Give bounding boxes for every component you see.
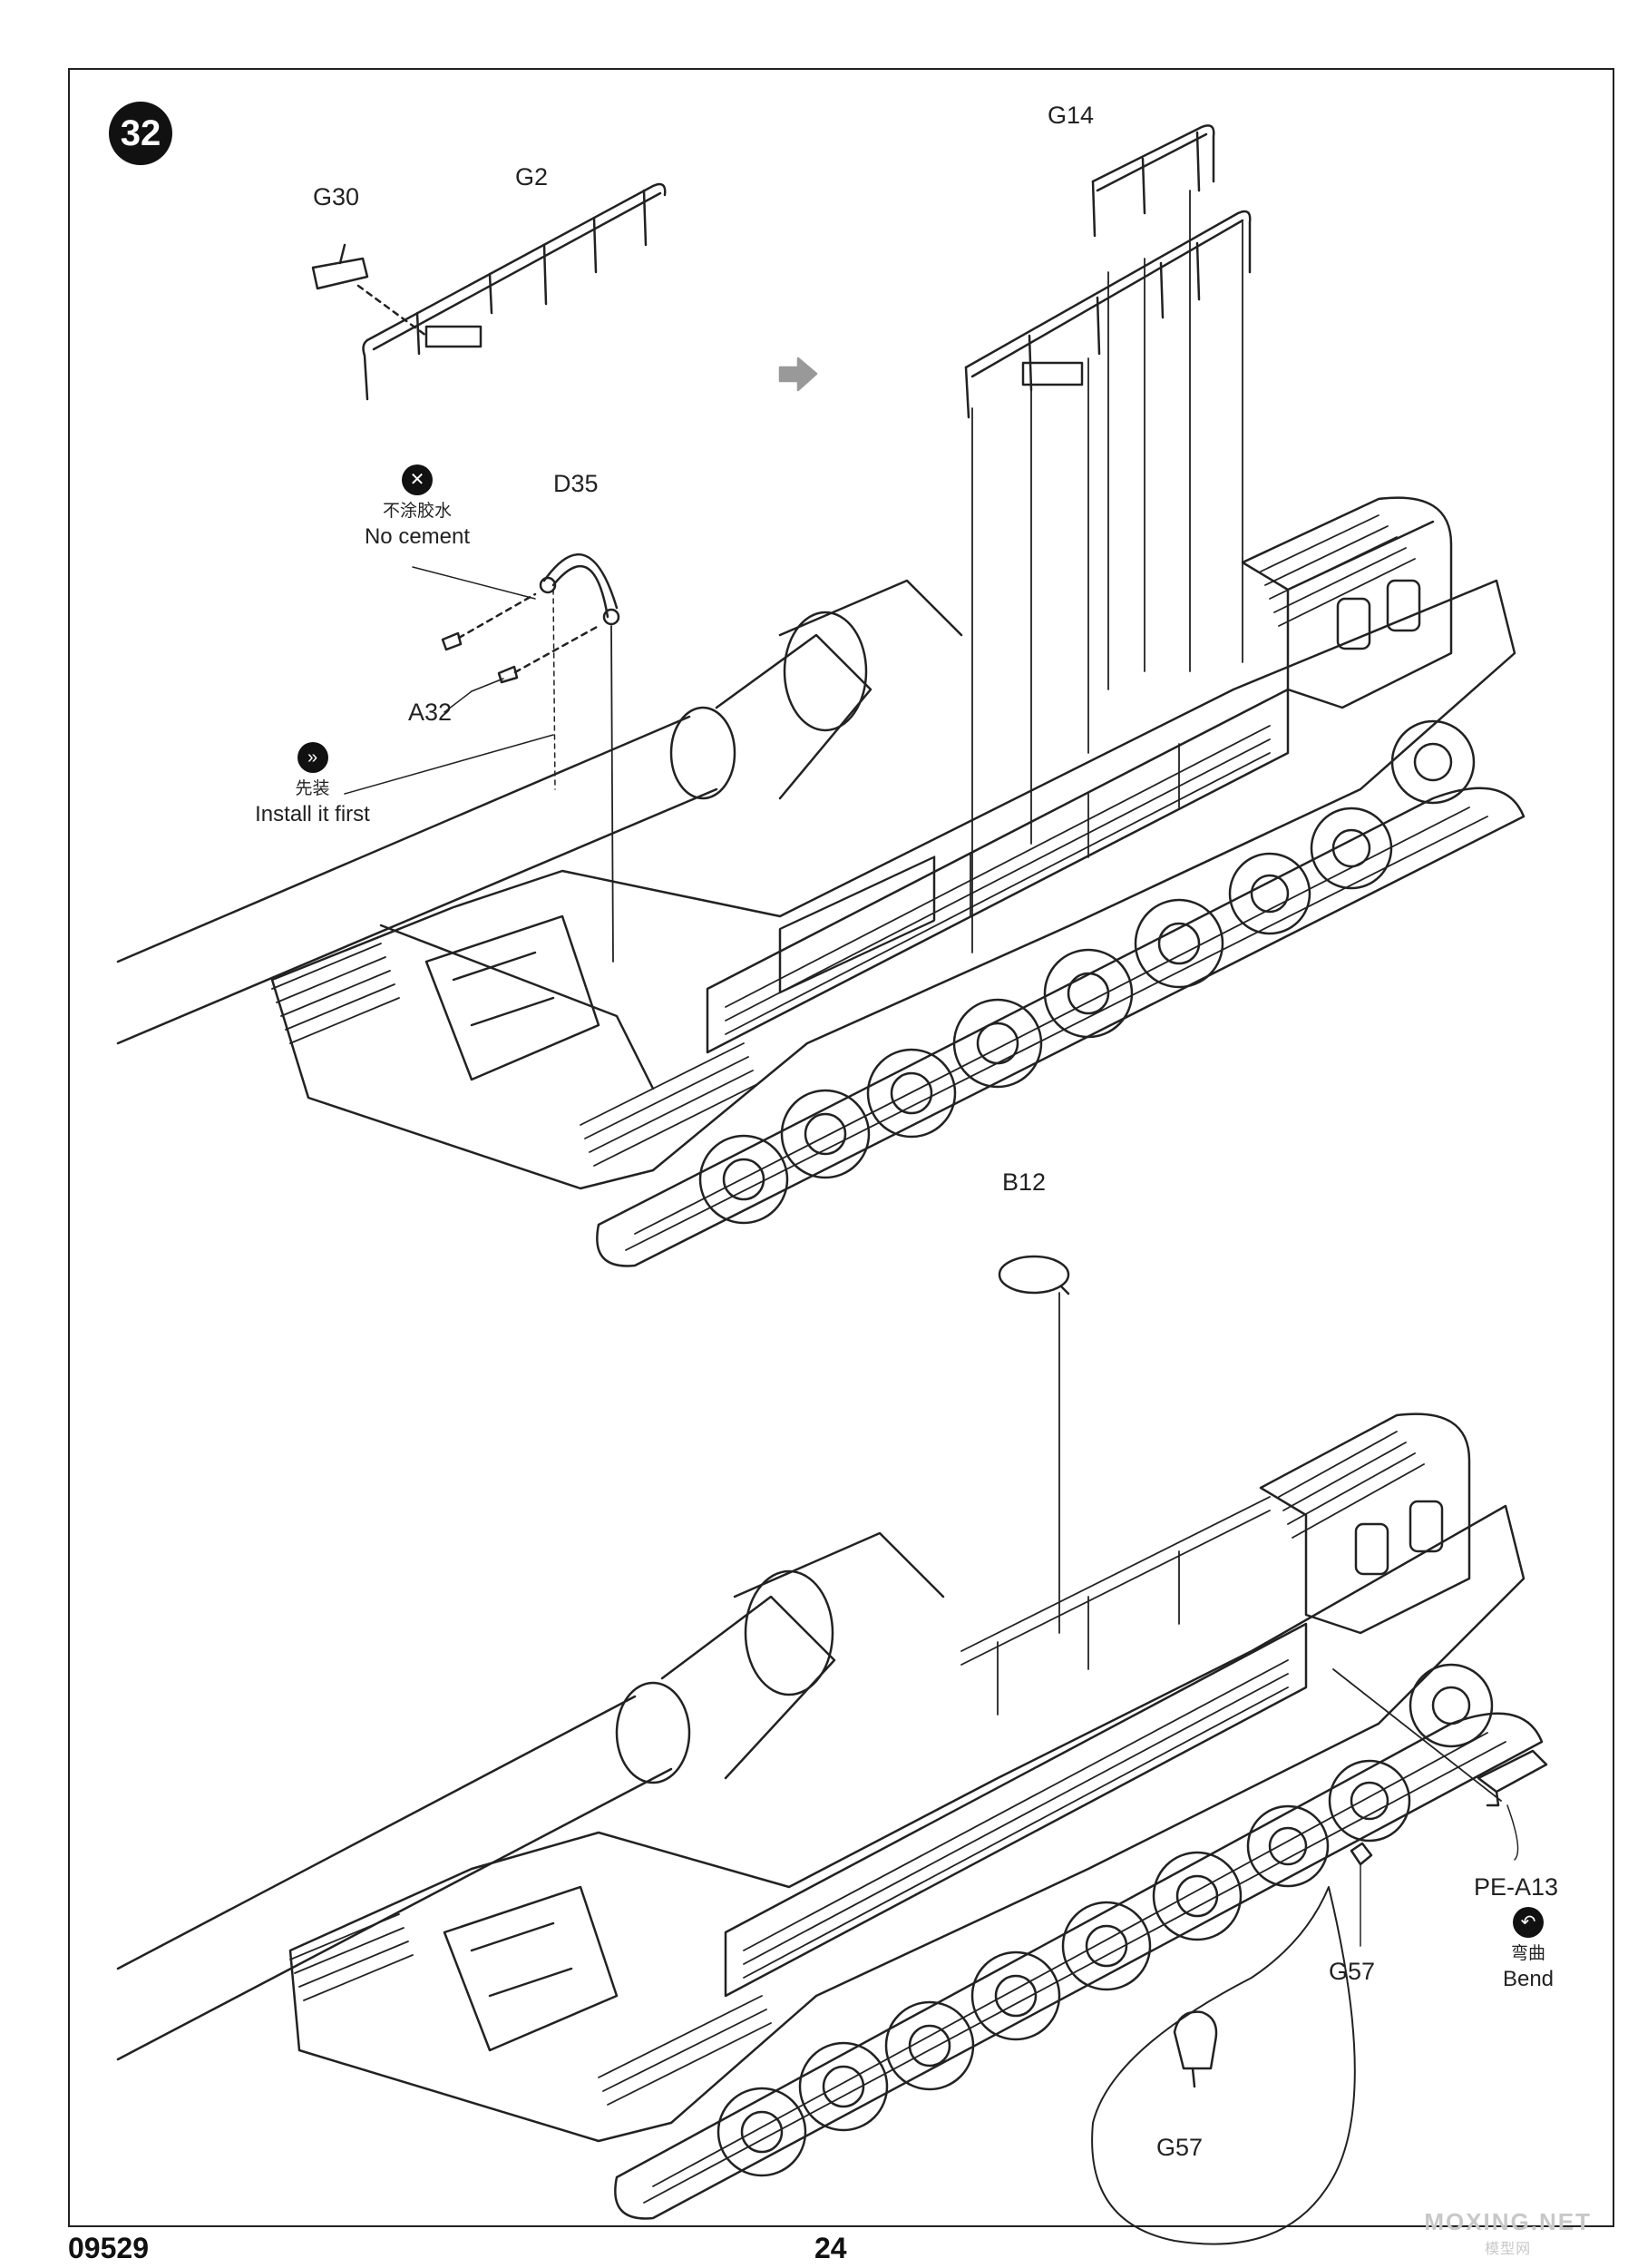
leader-install-first: [344, 734, 554, 795]
label-g2: G2: [515, 163, 549, 191]
lower-vehicle-drawing: [116, 1413, 1544, 2220]
bend-icon: ↶: [1513, 1907, 1544, 1938]
catalog-number: 09529: [68, 2232, 149, 2264]
part-a32-screws: [441, 592, 600, 684]
leader-a32-1: [444, 690, 473, 713]
step-number-badge: 32: [109, 102, 172, 165]
part-d35-clamp: [539, 553, 620, 626]
part-g57: [1350, 1842, 1373, 1866]
label-pe-a13: PE-A13: [1474, 1873, 1559, 1901]
label-g57-detail: G57: [1156, 2134, 1204, 2161]
detail-g57-part: [1173, 2010, 1218, 2088]
leader-a32-2: [471, 678, 504, 692]
note-bend: ↶ 弯曲 Bend: [1487, 1907, 1569, 1992]
page-frame: [68, 68, 1614, 2227]
g14-guide-lines: [971, 190, 1243, 953]
detail-callout-bubble: [1091, 1886, 1356, 2245]
label-d35: D35: [553, 470, 599, 497]
label-a32: A32: [408, 699, 453, 726]
note-install-first: » 先装 Install it first: [238, 742, 387, 827]
upper-vehicle-drawing: [116, 496, 1526, 1267]
direction-arrow: [778, 357, 818, 392]
no-cement-icon: ✕: [402, 464, 433, 495]
label-g57: G57: [1329, 1958, 1376, 1985]
leader-no-cement: [412, 566, 536, 600]
install-first-icon: »: [297, 742, 328, 773]
part-b12-ring: [998, 1255, 1070, 1295]
note-no-cement: ✕ 不涂胶水 No cement: [349, 464, 485, 550]
label-g14: G14: [1048, 102, 1095, 129]
part-g2-rail: [362, 182, 667, 401]
watermark: MOXING.NET 模型网: [1424, 2208, 1592, 2257]
label-g30: G30: [313, 183, 360, 210]
part-g30-bracket: [311, 243, 428, 337]
page-number: 24: [814, 2232, 847, 2264]
label-b12: B12: [1002, 1168, 1047, 1196]
part-pe-a13: [1477, 1749, 1548, 1807]
part-g14-rail: [964, 124, 1252, 419]
